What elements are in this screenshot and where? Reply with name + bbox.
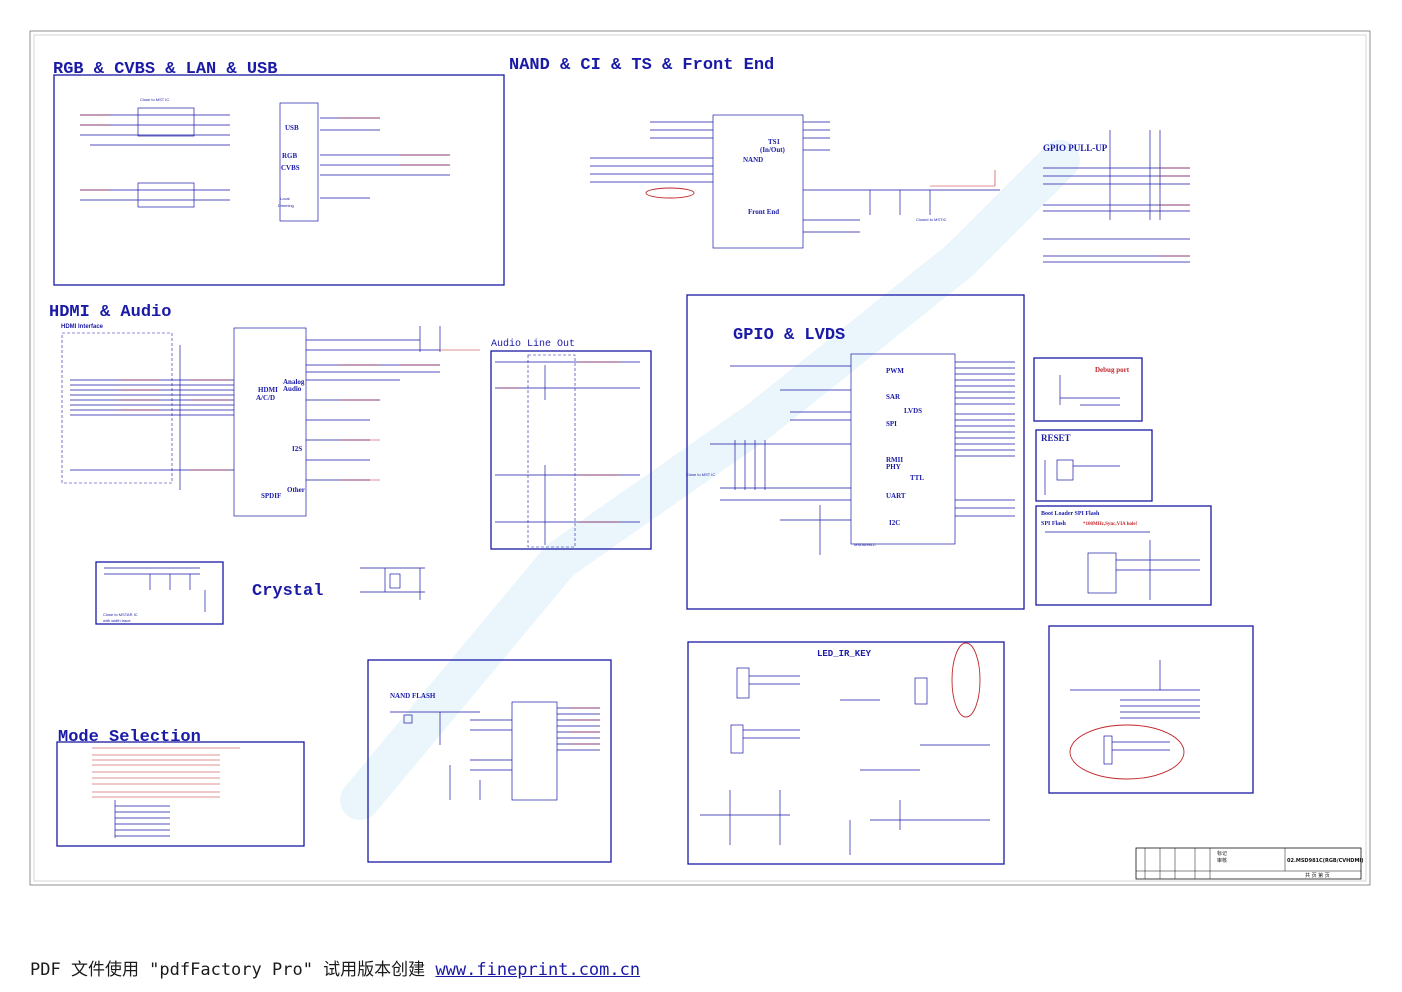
debug-port-block [1033,357,1143,422]
title-block-row1: 标记 [1217,850,1227,857]
key-circuit-block [1048,625,1254,794]
i2c-label: I2C [889,519,900,527]
sheet-frame [29,30,1371,886]
nand-label: NAND [743,156,763,164]
section-title-gpio-lvds: GPIO & LVDS [733,326,845,345]
local-label: Local [280,196,290,201]
hdmi-ad-label: HDMI [258,386,278,394]
audio-line-out-title: Audio Line Out [491,338,575,350]
audio-label: Audio [283,385,302,393]
in-out-label: (In/Out) [760,146,786,154]
i2s-label: I2S [292,445,302,453]
section-title-crystal: Crystal [252,582,323,601]
nand-flash-block [367,659,612,863]
front-end-label: Front End [748,208,779,216]
spi-flash-title: SPI Flash [1041,521,1067,527]
uart-label: UART [886,492,906,500]
closed-to-mstic-note: Closed to MSTIC [916,217,947,222]
footer-text: PDF 文件使用 "pdfFactory Pro" 试用版本创建 [30,960,436,980]
pwm-label: PWM [886,367,904,375]
page-number: 共 页 第 页 [1305,872,1330,879]
gpio-chip-label: MSD6I981C [854,542,876,547]
rgb-label: RGB [282,152,298,160]
cvbs-label: CVBS [281,164,300,172]
footer-link[interactable]: www.fineprint.com.cn [435,960,641,980]
section-title-rgb: RGB & CVBS & LAN & USB [53,60,277,79]
section-title-nand-ci: NAND & CI & TS & Front End [509,56,774,75]
watermark [340,140,1080,820]
analog-label: Analog [283,378,305,386]
close-mst-note: Close to MST IC [140,97,169,102]
debug-port-title: Debug port [1095,366,1130,374]
reset-block [1035,429,1153,502]
ad-label: A/C/D [256,394,275,402]
gpio-lvds-block [686,294,1025,610]
section-title-hdmi: HDMI & Audio [49,303,171,322]
usb-label: USB [285,124,299,132]
drawing-title: 02.MSD981C(RGB/CVHDMI) [1287,858,1364,864]
close-mst-note-2: Close to MST IC [686,472,715,477]
section-title-mode: Mode Selection [58,728,201,747]
nand-flash-title: NAND FLASH [390,692,436,700]
title-block-row2: 审核 [1217,857,1227,864]
title-block: 标记 审核 02.MSD981C(RGB/CVHDMI) 共 页 第 页 [1135,847,1364,880]
gpio-pullup-title: GPIO PULL-UP [1043,143,1108,153]
rmii-label: RMII [886,456,903,464]
ttl-label: TTL [910,474,924,482]
boot-loader-block [1035,505,1212,606]
mode-selection-block [56,741,305,847]
spdif-label: SPDIF [261,492,281,500]
other-label: Other [287,486,305,494]
lvds-label: LVDS [904,407,922,415]
phy-label: PHY [886,463,901,471]
pdf-footer: PDF 文件使用 "pdfFactory Pro" 试用版本创建 www.fin… [30,955,640,980]
reset-title: RESET [1041,433,1071,443]
sar-label: SAR [886,393,901,401]
led-ir-key-title: LED_IR_KEY [817,649,872,659]
spi-flash-note: *100MHz,Sync,VIA hole! [1083,522,1138,527]
led-ir-key-block [687,641,1005,865]
boot-loader-title: Boot Loader SPI Flash [1041,511,1100,517]
spi-label: SPI [886,420,897,428]
crystal-cap-block [95,561,224,625]
ts1-label: TS1 [768,138,781,146]
dimming-label: Dimming [278,203,294,208]
audio-line-out-block [490,350,652,550]
rgb-block [53,74,505,286]
with-width-note: with width trace [103,618,131,623]
close-mstar-note: Close to MSTAR IC [103,612,138,617]
hdmi-interface-title: HDMI Interface [61,324,104,330]
